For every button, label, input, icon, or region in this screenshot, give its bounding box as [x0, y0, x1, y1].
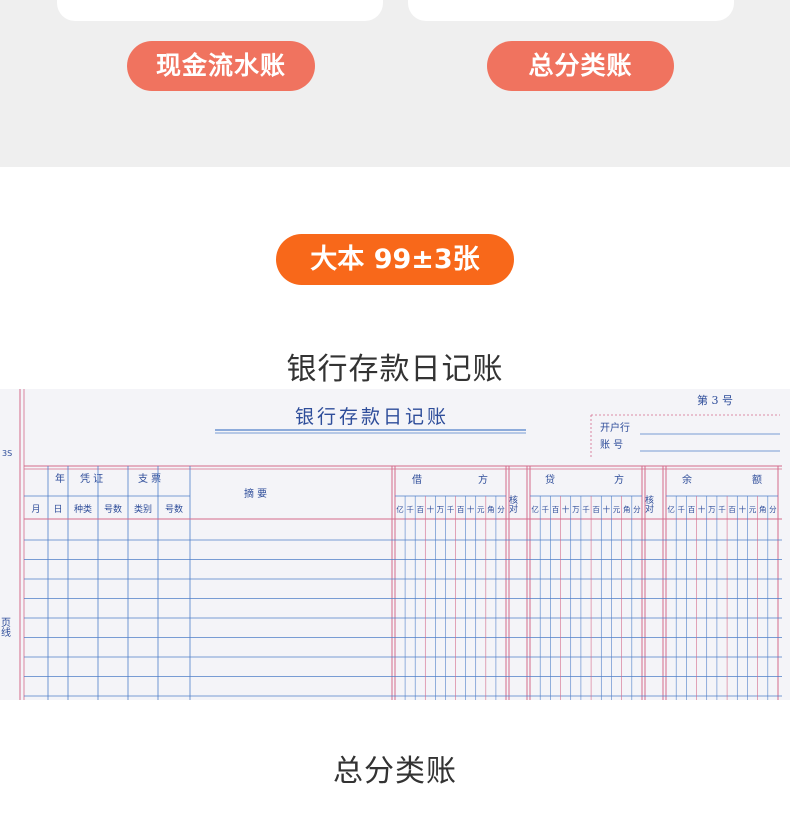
- header-check-mark-2: 核对: [643, 494, 654, 513]
- form-number: 第 3 号: [697, 393, 733, 407]
- ledger-subheaders: 亿千百十万千百十元角分亿千百十万千百十元角分亿千百十万千百十元角分月日种类号数类…: [31, 503, 777, 515]
- ledger-caption: 银行存款日记账: [286, 352, 504, 387]
- header-credit-a: 贷: [545, 473, 555, 486]
- digit-place-label: 百: [688, 505, 696, 514]
- digit-place-label: 角: [623, 504, 631, 514]
- digit-place-label: 千: [542, 504, 550, 514]
- sub-header-label: 月: [31, 504, 40, 515]
- digit-place-label: 十: [739, 504, 747, 514]
- header-check-mark-1: 核对: [507, 494, 518, 513]
- ledger-grid: [19, 389, 782, 700]
- digit-place-label: 分: [633, 505, 641, 514]
- digit-place-label: 亿: [396, 504, 404, 514]
- digit-place-label: 十: [603, 504, 611, 514]
- sheet-title: 银行存款日记账: [295, 406, 449, 428]
- digit-place-label: 百: [592, 505, 600, 514]
- digit-place-label: 千: [406, 504, 414, 514]
- digit-place-label: 千: [718, 504, 726, 514]
- ledger-sheet-drawing: 第 3 号 银行存款日记账 3S 页线 开户行 账 号 年 凭 证 支 票 摘 …: [0, 389, 782, 700]
- size-spec-badge: 大本 99±3张: [276, 234, 514, 285]
- side-code: 3S: [2, 449, 12, 458]
- sub-header-label: 日: [53, 504, 62, 515]
- sub-header-label: 类别: [134, 503, 152, 515]
- product-option-band: 现金流水账 总分类账: [0, 0, 790, 167]
- digit-place-label: 百: [457, 505, 465, 514]
- header-balance-a: 余: [682, 473, 692, 486]
- digit-place-label: 角: [759, 504, 767, 514]
- digit-place-label: 元: [613, 505, 621, 514]
- header-debit-a: 借: [412, 474, 422, 486]
- digit-place-label: 元: [477, 505, 485, 514]
- sub-header-label: 号数: [104, 503, 122, 515]
- sub-header-label: 号数: [165, 503, 183, 515]
- digit-place-label: 亿: [531, 504, 539, 514]
- digit-place-label: 百: [728, 505, 736, 514]
- general-ledger-caption: 总分类账: [333, 754, 457, 789]
- sub-header-label: 种类: [74, 503, 92, 515]
- digit-place-label: 万: [572, 505, 580, 514]
- digit-place-label: 元: [749, 505, 757, 514]
- digit-place-label: 十: [562, 504, 570, 514]
- header-credit-b: 方: [614, 473, 624, 486]
- digit-place-label: 千: [678, 504, 686, 514]
- digit-place-label: 十: [698, 504, 706, 514]
- bank-deposit-ledger-photo: 第 3 号 银行存款日记账 3S 页线 开户行 账 号 年 凭 证 支 票 摘 …: [0, 389, 790, 700]
- account-bank-label: 开户行: [600, 421, 630, 434]
- digit-place-label: 千: [447, 504, 455, 514]
- digit-place-label: 十: [427, 504, 435, 514]
- header-balance-b: 额: [752, 473, 762, 486]
- digit-place-label: 分: [497, 505, 505, 514]
- digit-place-label: 十: [467, 504, 475, 514]
- header-summary: 摘 要: [244, 487, 267, 500]
- digit-place-label: 万: [708, 505, 716, 514]
- digit-place-label: 百: [552, 505, 560, 514]
- digit-place-label: 分: [769, 505, 777, 514]
- cash-journal-label-button[interactable]: 现金流水账: [127, 41, 315, 91]
- header-debit-b: 方: [478, 473, 488, 486]
- header-year: 年: [55, 472, 65, 485]
- option-card-image: [408, 0, 734, 21]
- header-check: 支 票: [138, 473, 161, 485]
- option-card-image: [57, 0, 383, 21]
- side-mark: 页线: [0, 617, 11, 637]
- digit-place-label: 千: [582, 504, 590, 514]
- general-ledger-label-button[interactable]: 总分类账: [487, 41, 674, 91]
- header-voucher: 凭 证: [80, 472, 103, 485]
- digit-place-label: 亿: [667, 504, 675, 514]
- digit-place-label: 万: [437, 505, 445, 514]
- account-number-label: 账 号: [600, 439, 623, 451]
- digit-place-label: 角: [487, 504, 495, 514]
- digit-place-label: 百: [416, 505, 424, 514]
